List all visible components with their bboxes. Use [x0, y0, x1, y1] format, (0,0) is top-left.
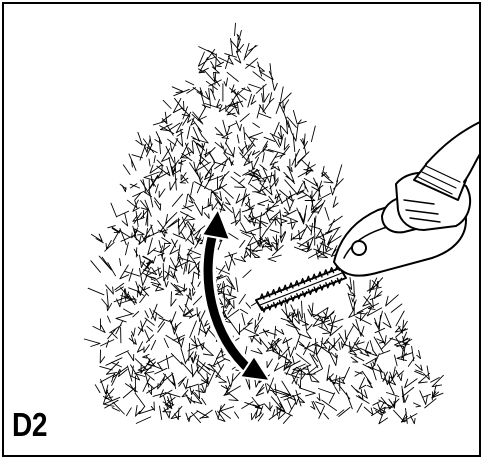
illustration: [4, 4, 479, 455]
trimmer-badge: [352, 241, 366, 255]
figure-label: D2: [12, 408, 47, 441]
